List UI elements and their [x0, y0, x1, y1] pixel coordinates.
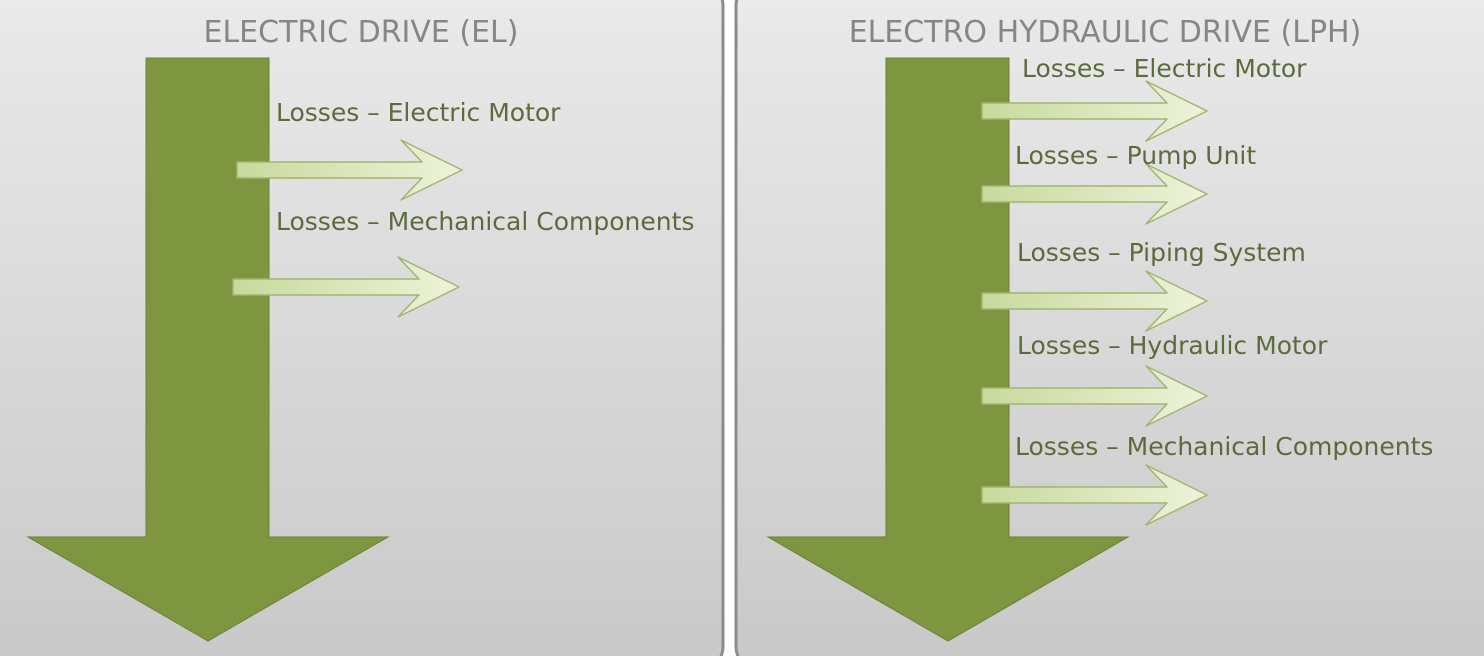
- loss-label-pump-unit: Losses – Pump Unit: [1015, 141, 1256, 170]
- loss-label-mechanical-components: Losses – Mechanical Components: [1015, 432, 1433, 461]
- panel-electro-hydraulic-drive: ELECTRO HYDRAULIC DRIVE (LPH) Losses – E…: [734, 0, 1484, 656]
- panel-title: ELECTRO HYDRAULIC DRIVE (LPH): [849, 15, 1362, 50]
- right-arrow-icon: [236, 139, 463, 201]
- down-arrow-icon: [26, 57, 390, 642]
- right-arrow-icon: [981, 464, 1208, 526]
- loss-label-hydraulic-motor: Losses – Hydraulic Motor: [1017, 331, 1328, 360]
- down-arrow-icon: [766, 57, 1130, 642]
- right-arrow-icon: [232, 256, 460, 318]
- panel-title: ELECTRIC DRIVE (EL): [204, 15, 519, 50]
- loss-label-electric-motor: Losses – Electric Motor: [276, 98, 561, 127]
- panel-electric-drive: ELECTRIC DRIVE (EL) Losses – Electric Mo…: [0, 0, 725, 656]
- loss-label-piping-system: Losses – Piping System: [1017, 238, 1306, 267]
- loss-label-electric-motor: Losses – Electric Motor: [1022, 54, 1307, 83]
- loss-label-mechanical-components: Losses – Mechanical Components: [276, 207, 694, 236]
- right-arrow-icon: [981, 270, 1208, 332]
- right-arrow-icon: [981, 365, 1208, 427]
- right-arrow-icon: [981, 163, 1208, 225]
- right-arrow-icon: [981, 80, 1208, 142]
